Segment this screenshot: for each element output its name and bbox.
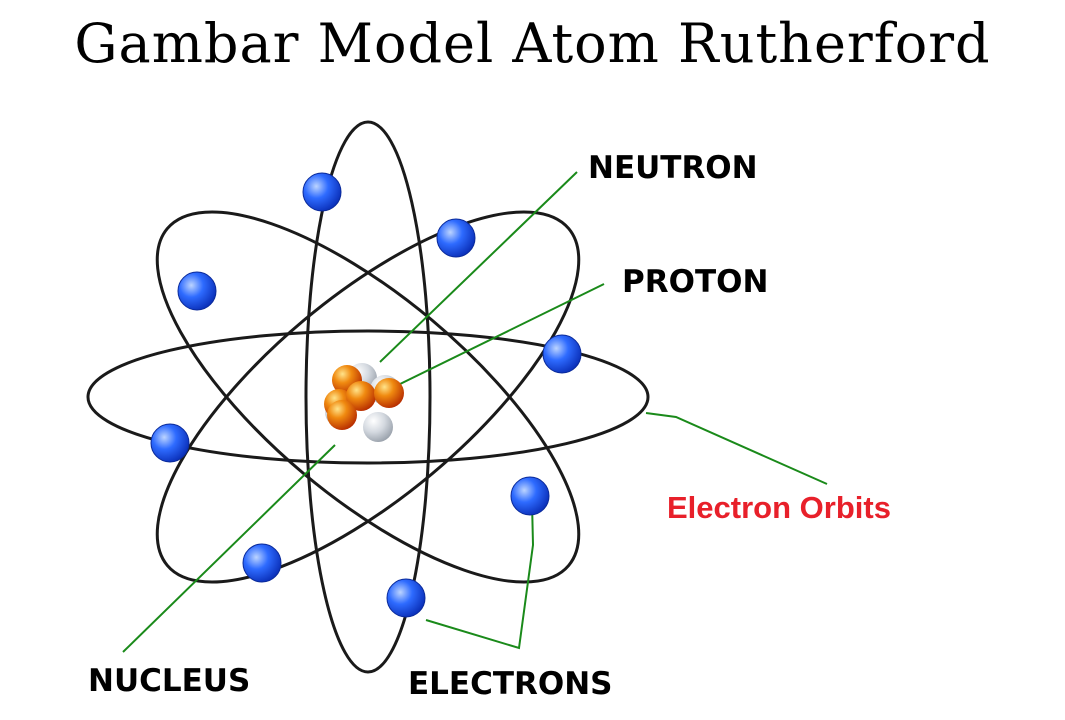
- orbit-diagonal-a: [155, 210, 581, 584]
- electron-orbits: [86, 120, 650, 674]
- leader-electron-orbits: [645, 412, 828, 485]
- label-electrons: ELECTRONS: [408, 666, 613, 702]
- label-neutron: NEUTRON: [588, 150, 758, 186]
- leader-proton: [397, 283, 605, 386]
- label-nucleus: NUCLEUS: [88, 663, 250, 699]
- electron: [302, 172, 342, 212]
- label-electron-orbits: Electron Orbits: [667, 490, 891, 525]
- nucleus: [324, 363, 404, 442]
- orbit-horizontal: [86, 329, 650, 465]
- electron: [542, 334, 582, 374]
- diagram-title: Gambar Model Atom Rutherford: [74, 12, 991, 75]
- electron: [242, 543, 282, 583]
- leader-neutron: [379, 171, 578, 363]
- electron: [177, 271, 217, 311]
- label-proton: PROTON: [622, 264, 768, 300]
- leader-electrons: [425, 501, 535, 650]
- electrons: [150, 172, 582, 618]
- proton-particle: [327, 400, 357, 430]
- neutron-particle: [363, 412, 393, 442]
- leader-nucleus: [122, 444, 336, 653]
- electron: [150, 423, 190, 463]
- proton-particle: [374, 378, 404, 408]
- electron: [510, 476, 550, 516]
- orbit-diagonal-b: [155, 210, 581, 584]
- electron: [436, 218, 476, 258]
- orbit-vertical: [304, 120, 432, 674]
- leader-lines: [122, 171, 828, 653]
- electron: [386, 578, 426, 618]
- proton-particle: [346, 381, 376, 411]
